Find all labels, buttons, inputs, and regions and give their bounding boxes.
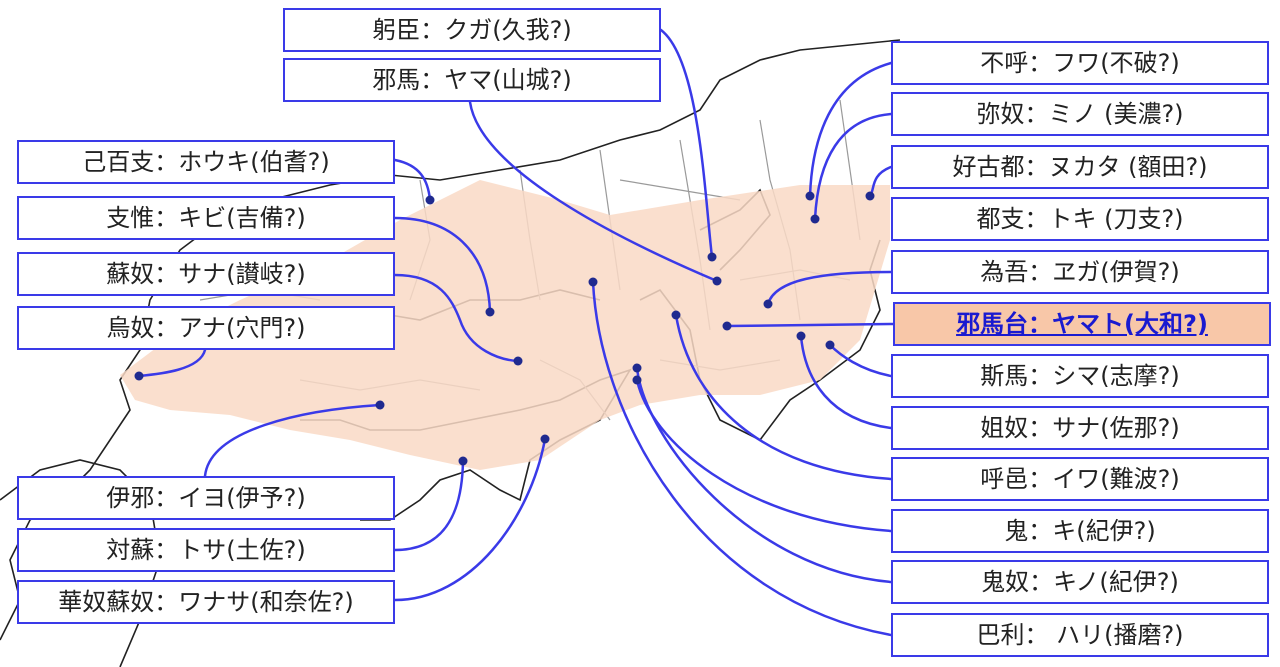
location-dot-yama xyxy=(712,276,722,286)
label-yamato[interactable]: 邪馬台：ヤマト(大和?) xyxy=(893,302,1271,346)
label-kuga[interactable]: 躬臣：クガ(久我?) xyxy=(283,8,661,52)
label-tosa[interactable]: 対蘇：トサ(土佐?) xyxy=(17,528,395,572)
label-wanasa[interactable]: 華奴蘇奴：ワナサ(和奈佐?) xyxy=(17,580,395,624)
label-fuwa[interactable]: 不呼：フワ(不破?) xyxy=(891,41,1269,85)
leader-line-wanasa xyxy=(393,437,547,602)
location-dot-mino xyxy=(810,214,820,224)
location-dot-iwa xyxy=(671,310,681,320)
label-ki[interactable]: 鬼：キ(紀伊?) xyxy=(891,509,1269,553)
label-text: 華奴蘇奴：ワナサ(和奈佐?) xyxy=(58,588,354,616)
leader-line-yoga xyxy=(766,270,893,306)
label-yoga[interactable]: 為吾：ヱガ(伊賀?) xyxy=(891,250,1269,294)
label-sana-sanuki[interactable]: 蘇奴：サナ(讃岐?) xyxy=(17,252,395,296)
label-ana[interactable]: 烏奴：アナ(穴門?) xyxy=(17,306,395,350)
label-text: 鬼：キ(紀伊?) xyxy=(1004,517,1156,545)
label-text: 不呼：フワ(不破?) xyxy=(980,49,1180,77)
leader-line-sana-sana xyxy=(799,334,893,430)
label-text: 蘇奴：サナ(讃岐?) xyxy=(106,260,306,288)
location-dot-sana-sanuki xyxy=(513,356,523,366)
label-yama[interactable]: 邪馬：ヤマ(山城?) xyxy=(283,58,661,102)
label-nukata[interactable]: 好古都：ヌカタ (額田?) xyxy=(891,145,1269,189)
leader-line-mino xyxy=(813,112,893,221)
leader-line-yama xyxy=(468,100,719,283)
location-dot-shima xyxy=(825,340,835,350)
location-dot-ki xyxy=(632,375,642,385)
label-kino[interactable]: 鬼奴：キノ(紀伊?) xyxy=(891,560,1269,604)
label-text: 邪馬：ヤマ(山城?) xyxy=(372,66,572,94)
label-text: 対蘇：トサ(土佐?) xyxy=(106,536,306,564)
label-text: 邪馬台：ヤマト(大和?) xyxy=(956,310,1208,338)
wa-region-highlight xyxy=(120,180,890,470)
leader-line-iwa xyxy=(674,313,893,481)
location-dot-wanasa xyxy=(540,434,550,444)
label-text: 為吾：ヱガ(伊賀?) xyxy=(980,258,1180,286)
label-iwa[interactable]: 呼邑：イワ(難波?) xyxy=(891,457,1269,501)
label-hari[interactable]: 巴利： ハリ(播磨?) xyxy=(891,613,1269,657)
label-text: 呼邑：イワ(難波?) xyxy=(980,465,1180,493)
label-shima[interactable]: 斯馬：シマ(志摩?) xyxy=(891,354,1269,398)
label-iyo[interactable]: 伊邪：イヨ(伊予?) xyxy=(17,476,395,520)
location-dot-kino xyxy=(632,363,642,373)
location-dots xyxy=(134,191,875,466)
leader-line-kino xyxy=(635,366,893,584)
leader-line-tosa xyxy=(393,459,465,552)
location-dot-kuga xyxy=(707,252,717,262)
label-text: 己百支：ホウキ(伯耆?) xyxy=(82,148,330,176)
location-dot-ana xyxy=(134,371,144,381)
label-text: 躬臣：クガ(久我?) xyxy=(372,16,572,44)
leader-line-kibi xyxy=(393,216,492,314)
label-text: 鬼奴：キノ(紀伊?) xyxy=(981,568,1179,596)
leader-line-yamato xyxy=(725,322,895,328)
label-text: 姐奴：サナ(佐那?) xyxy=(980,414,1180,442)
label-text: 支惟：キビ(吉備?) xyxy=(106,204,306,232)
leader-line-iyo xyxy=(203,403,382,478)
location-dot-nukata xyxy=(865,191,875,201)
leader-line-sana-sanuki xyxy=(393,273,520,363)
label-text: 伊邪：イヨ(伊予?) xyxy=(106,484,306,512)
leader-line-ki xyxy=(635,378,893,533)
location-dot-kibi xyxy=(485,307,495,317)
label-text: 巴利： ハリ(播磨?) xyxy=(976,621,1184,649)
location-dot-iyo xyxy=(375,400,385,410)
label-toki[interactable]: 都支：トキ (刀支?) xyxy=(891,197,1269,241)
location-dot-fuwa xyxy=(805,191,815,201)
leader-line-hari xyxy=(591,280,893,637)
label-text: 好古都：ヌカタ (額田?) xyxy=(952,153,1208,181)
location-dot-yamato xyxy=(722,321,732,331)
label-text: 弥奴：ミノ (美濃?) xyxy=(976,100,1184,128)
location-dot-houki xyxy=(425,195,435,205)
leader-line-kuga xyxy=(659,28,714,259)
label-text: 烏奴：アナ(穴門?) xyxy=(106,314,306,342)
label-kibi[interactable]: 支惟：キビ(吉備?) xyxy=(17,196,395,240)
location-dot-sana-sana xyxy=(796,331,806,341)
location-dot-hari xyxy=(588,277,598,287)
label-text: 都支：トキ (刀支?) xyxy=(976,205,1184,233)
label-mino[interactable]: 弥奴：ミノ (美濃?) xyxy=(891,92,1269,136)
location-dot-yoga xyxy=(763,299,773,309)
label-sana-sana[interactable]: 姐奴：サナ(佐那?) xyxy=(891,406,1269,450)
leader-line-fuwa xyxy=(808,61,893,198)
label-houki[interactable]: 己百支：ホウキ(伯耆?) xyxy=(17,140,395,184)
leader-lines xyxy=(137,28,895,637)
leader-line-houki xyxy=(393,158,432,202)
label-text: 斯馬：シマ(志摩?) xyxy=(980,362,1180,390)
leader-line-ana xyxy=(137,348,207,378)
location-dot-tosa xyxy=(458,456,468,466)
